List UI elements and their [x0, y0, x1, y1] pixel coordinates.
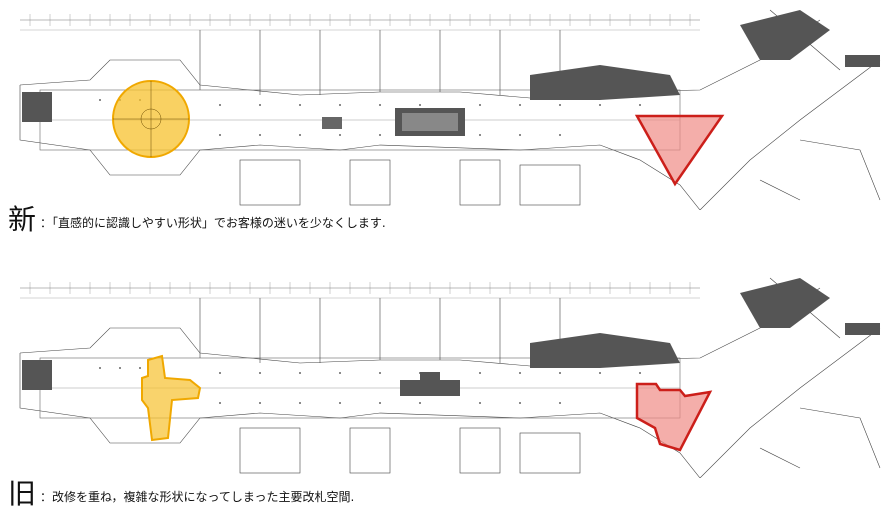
left-gate-irregular: [141, 354, 202, 442]
old-plan-caption: 旧 ：改修を重ね，複雑な形状になってしまった主要改札空間.: [8, 478, 354, 510]
old-plan-description: ：改修を重ね，複雑な形状になってしまった主要改札空間.: [40, 490, 355, 504]
old-floor-plan: [0, 268, 896, 479]
right-gate-triangle: [634, 114, 725, 187]
hatched-area: [530, 65, 680, 100]
old-floor-plan-drawing: [19, 277, 881, 479]
hatched-area: [22, 92, 52, 122]
hatched-area: [845, 55, 880, 67]
hatched-area: [845, 323, 880, 335]
new-plan-caption: 新 ：「直感的に認識しやすい形状」でお客様の迷いを少なくします.: [8, 204, 386, 236]
hatched-area: [740, 10, 830, 60]
new-floor-plan-drawing: [19, 9, 881, 211]
hatched-area: [740, 278, 830, 328]
old-plan-heading: 旧: [8, 477, 37, 510]
new-plan-description: ：「直感的に認識しやすい形状」でお客様の迷いを少なくします.: [40, 216, 386, 230]
new-plan-heading: 新: [8, 203, 37, 236]
hatched-area: [400, 372, 460, 396]
hatched-area: [530, 333, 680, 368]
right-gate-irregular: [635, 382, 713, 452]
hatched-area: [22, 360, 52, 390]
new-floor-plan: [0, 0, 896, 211]
